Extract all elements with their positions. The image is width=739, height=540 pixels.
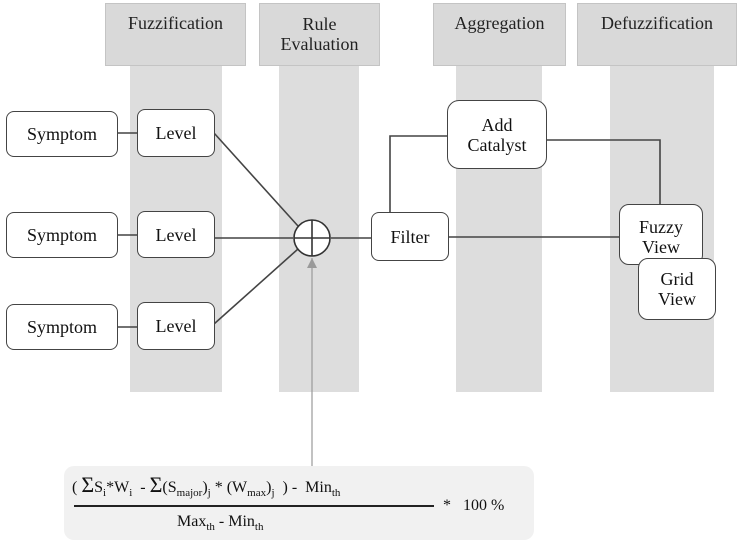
grid-view-line1: Grid — [660, 269, 694, 289]
symptom-node-3[interactable]: Symptom — [6, 304, 118, 350]
wire-level3-combiner — [213, 248, 299, 325]
wire-filter-add-catalyst — [389, 135, 447, 212]
stage-label-rule-line1: Rule — [302, 13, 337, 34]
formula-percent: 100 % — [463, 497, 505, 514]
add-catalyst-line1: Add — [481, 114, 513, 135]
level-label-2: Level — [155, 224, 197, 245]
formula-multiplier: * 100 % — [443, 497, 504, 515]
filter-node[interactable]: Filter — [371, 212, 449, 261]
formula-s-major-open: (S — [162, 479, 177, 496]
fuzzy-view-node[interactable]: Fuzzy View — [619, 204, 703, 265]
add-catalyst-label: Add Catalyst — [468, 115, 527, 155]
formula-s-major-close: ) — [202, 479, 208, 496]
stage-label-fuzzification: Fuzzification — [128, 12, 223, 33]
add-catalyst-node[interactable]: Add Catalyst — [447, 100, 547, 169]
symptom-node-1[interactable]: Symptom — [6, 111, 118, 157]
grid-view-line2: View — [658, 289, 696, 309]
stage-header-aggregation: Aggregation — [433, 3, 566, 66]
level-node-3[interactable]: Level — [137, 302, 215, 350]
formula-min: Min — [305, 479, 332, 496]
formula-open-paren: ( — [72, 479, 78, 496]
formula-min-2: Min — [228, 513, 255, 530]
fuzzy-view-line1: Fuzzy — [639, 217, 683, 237]
stage-label-rule-evaluation: Rule Evaluation — [281, 14, 359, 54]
fuzzy-view-label: Fuzzy View — [639, 217, 683, 257]
formula-max-th-subscript: th — [206, 521, 215, 534]
formula-min-th-subscript: th — [331, 487, 341, 500]
scoring-formula — [64, 466, 534, 540]
symptom-node-2[interactable]: Symptom — [6, 212, 118, 258]
formula-min2-th-subscript: th — [254, 521, 264, 534]
add-catalyst-line2: Catalyst — [467, 134, 527, 155]
formula-close-minus: ) - — [282, 479, 298, 496]
stage-header-fuzzification: Fuzzification — [105, 3, 246, 66]
formula-s: S — [94, 479, 104, 496]
formula-multiply-sign: * — [443, 497, 451, 514]
formula-w-max-close: ) — [266, 479, 272, 496]
wire-add-catalyst-fuzzy-view — [546, 139, 661, 204]
symptom-label-3: Symptom — [26, 317, 97, 337]
formula-sigma-1: Σ — [81, 472, 95, 497]
sum-combiner-icon — [293, 219, 331, 257]
formula-max: Max — [177, 513, 207, 530]
formula-times: * — [214, 479, 223, 496]
formula-numerator: ( ΣSi*Wi - Σ(Smajor)j * (Wmax)j ) - Mint… — [72, 472, 340, 499]
stage-header-defuzzification: Defuzzification — [577, 3, 737, 66]
grid-view-label: Grid View — [658, 269, 696, 309]
stage-label-evaluation-line2: Evaluation — [280, 33, 359, 54]
wire-level1-combiner — [213, 132, 299, 227]
level-node-1[interactable]: Level — [137, 109, 215, 157]
level-node-2[interactable]: Level — [137, 211, 215, 258]
formula-denominator: Maxth - Minth — [177, 513, 263, 533]
stage-label-defuzzification: Defuzzification — [601, 12, 713, 33]
formula-j-subscript-2: j — [271, 487, 275, 500]
filter-label: Filter — [390, 226, 430, 247]
symptom-label-1: Symptom — [26, 124, 97, 144]
formula-denominator-minus: - — [218, 513, 225, 530]
stage-header-rule-evaluation: Rule Evaluation — [259, 3, 380, 66]
formula-sigma-2: Σ — [149, 472, 163, 497]
fuzzy-view-line2: View — [642, 237, 680, 257]
formula-max-subscript: max — [247, 487, 267, 500]
formula-times-w: *W — [106, 479, 130, 496]
stage-label-aggregation: Aggregation — [454, 12, 545, 33]
symptom-label-2: Symptom — [26, 225, 97, 245]
formula-pointer-arrowhead — [307, 258, 317, 268]
grid-view-node[interactable]: Grid View — [638, 258, 716, 320]
formula-w-max-open: (W — [226, 479, 248, 496]
formula-w-subscript: i — [129, 487, 133, 500]
formula-j-subscript: j — [207, 487, 211, 500]
formula-major-subscript: major — [176, 487, 203, 500]
formula-minus: - — [140, 479, 146, 496]
level-label-1: Level — [155, 123, 197, 143]
formula-fraction-bar — [74, 505, 434, 507]
level-label-3: Level — [155, 316, 197, 336]
formula-s-subscript: i — [103, 487, 107, 500]
